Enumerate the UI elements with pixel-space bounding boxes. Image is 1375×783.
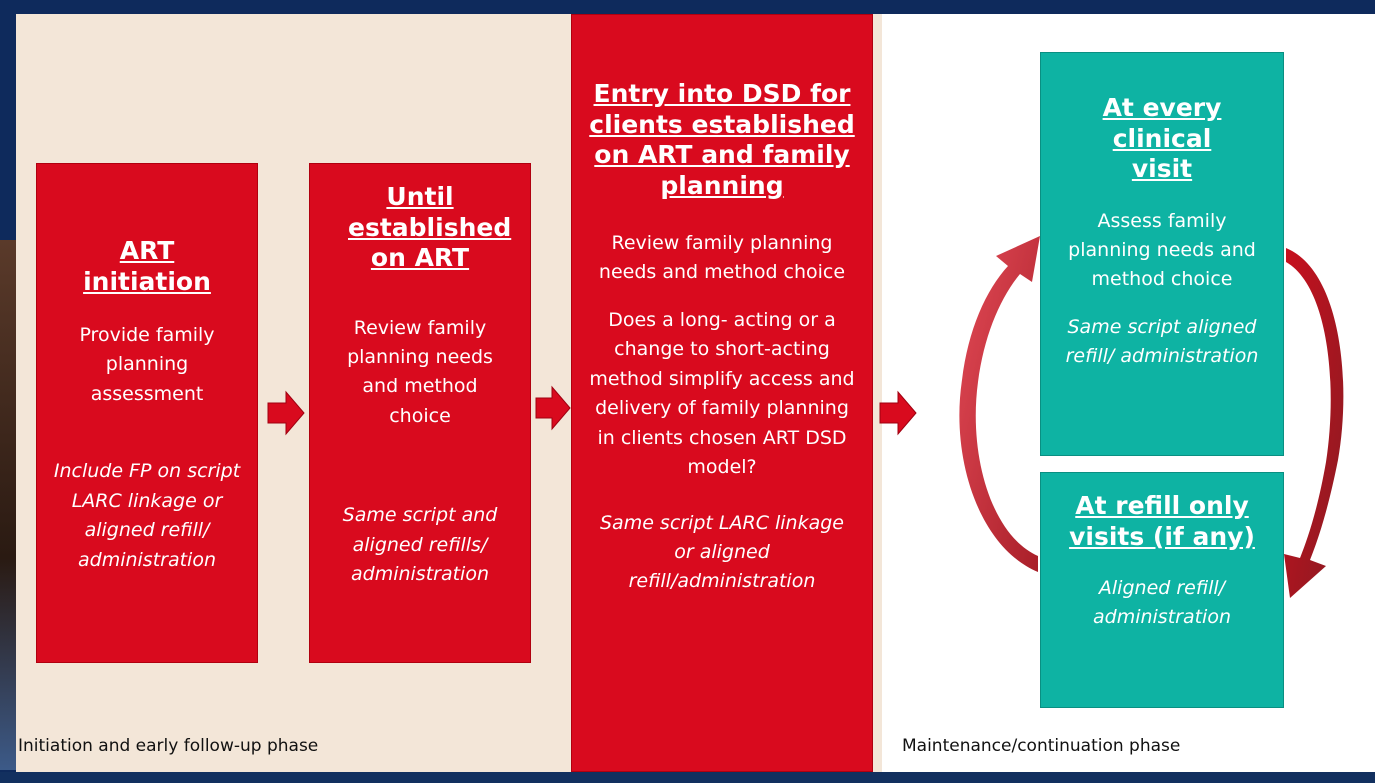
every-clinical-visit-body: Assess family planning needs and method … [1068, 209, 1256, 291]
arrow-right-icon-1 [267, 390, 305, 436]
dsd-entry-box: Entry into DSD for clients established o… [571, 14, 873, 772]
dsd-entry-body: Review family planning needs and method … [598, 232, 846, 284]
until-established-box: Until established on ART Review family p… [309, 163, 531, 663]
every-clinical-visit-italic: Same script aligned refill/ administrati… [1065, 315, 1259, 368]
every-clinical-visit-heading: At every clinical visit [1102, 93, 1222, 183]
refill-only-visits-heading: At refill only visits (if any) [1069, 491, 1255, 551]
dsd-entry-italic: Same script LARC linkage or aligned refi… [599, 511, 844, 593]
background-photo-edge [0, 240, 16, 770]
until-established-heading: Until established on ART [348, 182, 512, 272]
refill-only-visits-italic: Aligned refill/ administration [1092, 577, 1231, 629]
dsd-entry-heading: Entry into DSD for clients established o… [589, 79, 855, 200]
arrow-right-icon-3 [879, 390, 917, 436]
maintenance-phase-label: Maintenance/continuation phase [902, 736, 1181, 756]
initiation-phase-label: Initiation and early follow-up phase [18, 736, 319, 756]
every-clinical-visit-box: At every clinical visit Assess family pl… [1040, 52, 1284, 456]
art-initiation-heading: ART initiation [83, 236, 211, 296]
bottom-strip [0, 772, 1375, 783]
until-established-body: Review family planning needs and method … [347, 316, 493, 427]
dsd-entry-question: Does a long- acting or a change to short… [589, 308, 855, 479]
until-established-italic: Same script and aligned refills/ adminis… [342, 504, 498, 586]
arrow-right-icon-2 [535, 385, 571, 431]
refill-only-visits-box: At refill only visits (if any) Aligned r… [1040, 472, 1284, 708]
art-initiation-body: Provide family planning assessment [79, 324, 215, 405]
curved-arrow-left-icon [959, 236, 1040, 572]
curved-arrow-right-icon [1284, 248, 1344, 598]
art-initiation-box: ART initiation Provide family planning a… [36, 163, 258, 663]
art-initiation-italic: Include FP on script LARC linkage or ali… [53, 460, 241, 571]
